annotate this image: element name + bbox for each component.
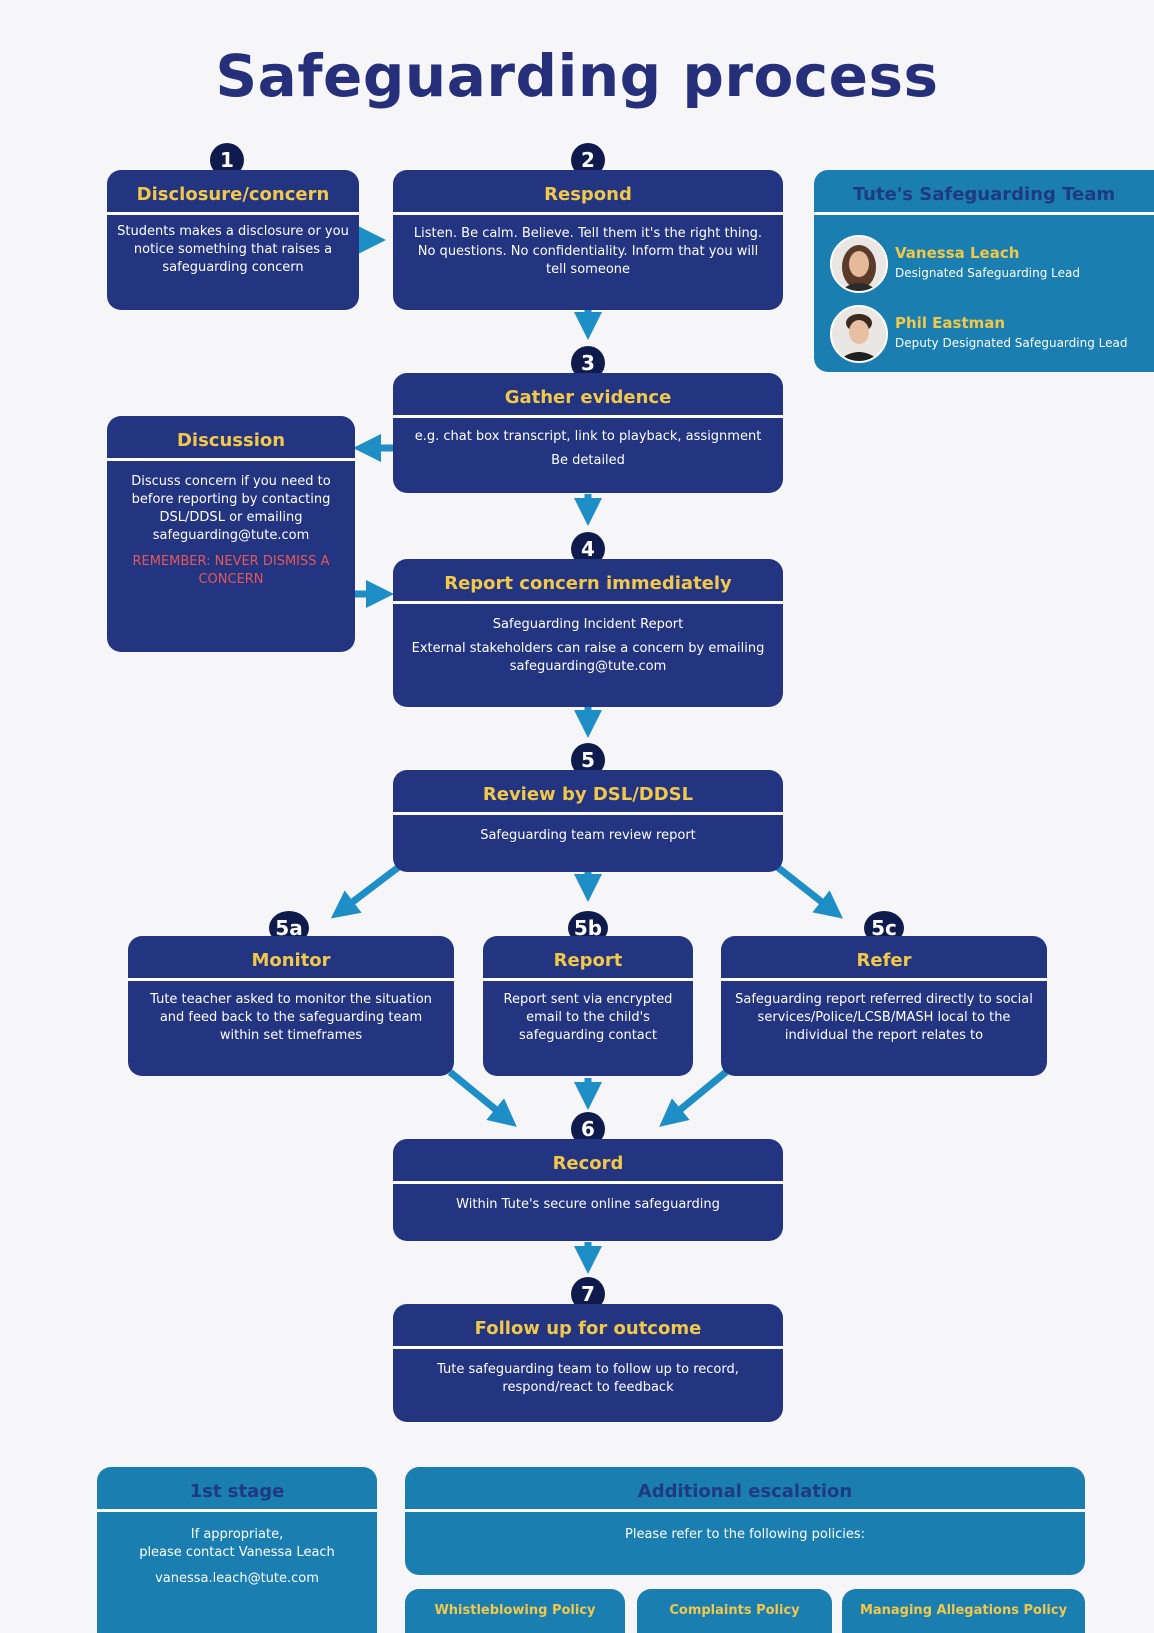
first-stage-line: please contact Vanessa Leach [139,1545,335,1560]
divider [97,1509,377,1512]
step-2-heading: Respond [544,184,632,205]
step-6-heading: Record [552,1153,624,1174]
step-5c-body: Safeguarding report referred directly to… [735,992,1033,1043]
divider [393,812,783,815]
step-1-body: Students makes a disclosure or you notic… [117,224,349,275]
step-7-body: Tute safeguarding team to follow up to r… [437,1362,739,1395]
discussion-warning: REMEMBER: NEVER DISMISS A CONCERN [132,554,330,587]
divider [405,1509,1085,1512]
step-1-heading: Disclosure/concern [136,184,330,205]
divider [721,978,1047,981]
page-title: Safeguarding process [215,42,939,110]
step-7-heading: Follow up for outcome [474,1318,702,1339]
discussion-box: Discussion Discuss concern if you need t… [107,416,355,652]
first-stage-heading: 1st stage [189,1481,285,1502]
divider [107,458,355,461]
step-6-record: Record Within Tute's secure online safeg… [393,1139,783,1241]
team-member-role: Designated Safeguarding Lead [895,266,1080,280]
escalation-heading: Additional escalation [637,1481,853,1502]
divider [393,212,783,215]
step-3-body: e.g. chat box transcript, link to playba… [414,429,762,444]
first-stage-line: If appropriate, [190,1527,284,1542]
step-4-body: Safeguarding Incident Report [492,617,684,632]
step-5-review: Review by DSL/DDSL Safeguarding team rev… [393,770,783,872]
divider [393,1181,783,1184]
step-5b-report: Report Report sent via encrypted email t… [483,936,693,1076]
step-1-disclosure: Disclosure/concern Students makes a disc… [107,170,359,310]
team-member-name: Vanessa Leach [895,244,1020,262]
divider [814,212,1154,215]
step-5-body: Safeguarding team review report [480,828,696,843]
arrow-5-to-5c [773,863,844,919]
step-5b-heading: Report [553,950,623,971]
vanessa-avatar [830,235,888,293]
step-3-heading: Gather evidence [504,387,672,408]
step-6-body: Within Tute's secure online safeguarding [456,1197,720,1212]
divider [107,212,359,215]
discussion-heading: Discussion [176,430,286,451]
team-member-name: Phil Eastman [895,314,1006,332]
escalation-body: Please refer to the following policies: [625,1527,865,1542]
first-stage-panel: 1st stage If appropriate, please contact… [97,1467,377,1633]
team-heading: Tute's Safeguarding Team [852,184,1116,205]
step-7-follow-up: Follow up for outcome Tute safeguarding … [393,1304,783,1422]
step-5c-heading: Refer [856,950,912,971]
policy-whistleblowing[interactable]: Whistleblowing Policy [405,1589,625,1633]
vanessa-email-link[interactable]: vanessa.leach@tute.com [155,1571,319,1586]
phil-avatar [830,305,888,363]
policy-complaints[interactable]: Complaints Policy [637,1589,832,1633]
discussion-body: Discuss concern if you need to before re… [131,474,331,543]
step-4-note: External stakeholders can raise a concer… [411,641,765,674]
arrow-5a-to-6 [447,1069,517,1127]
step-4-heading: Report concern immediately [444,573,732,594]
team-member-role: Deputy Designated Safeguarding Lead [895,336,1128,350]
step-2-body: Listen. Be calm. Believe. Tell them it's… [413,226,763,277]
escalation-panel: Additional escalation Please refer to th… [405,1467,1085,1575]
arrow-5c-to-6 [659,1069,729,1127]
divider [128,978,454,981]
step-5a-heading: Monitor [251,950,331,971]
policy-managing-allegations[interactable]: Managing Allegations Policy [842,1589,1085,1633]
step-4-report-concern: Report concern immediately Safeguarding … [393,559,783,707]
step-3-gather-evidence: Gather evidence e.g. chat box transcript… [393,373,783,493]
divider [393,1346,783,1349]
step-5-heading: Review by DSL/DDSL [482,784,694,805]
step-3-note: Be detailed [551,453,625,468]
step-5b-body: Report sent via encrypted email to the c… [503,992,673,1043]
step-5a-body: Tute teacher asked to monitor the situat… [150,992,432,1043]
arrow-5-to-5a [330,863,403,919]
divider [483,978,693,981]
step-2-respond: Respond Listen. Be calm. Believe. Tell t… [393,170,783,310]
divider [393,415,783,418]
divider [393,601,783,604]
step-5c-refer: Refer Safeguarding report referred direc… [721,936,1047,1076]
step-5a-monitor: Monitor Tute teacher asked to monitor th… [128,936,454,1076]
